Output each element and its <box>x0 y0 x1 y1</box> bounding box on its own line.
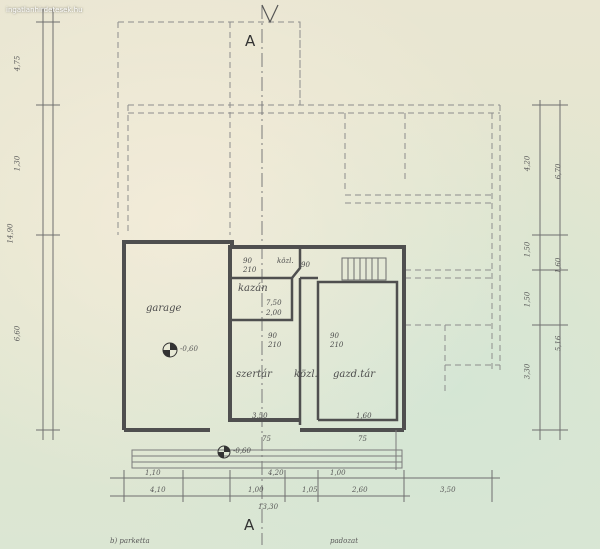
opening-gazd-a: 90 <box>330 332 339 340</box>
door-right-label: 75 <box>358 435 367 443</box>
right-dim-2: 6,70 <box>554 163 563 180</box>
room-label-gazdtar: gazd.tár <box>333 369 375 380</box>
garage-level-label: -0,60 <box>180 345 198 353</box>
room-label-szertar: szertár <box>236 369 272 380</box>
opening-gazd-b: 210 <box>330 341 344 349</box>
left-dim-2: 1,30 <box>13 155 22 172</box>
upper-floor-outline <box>117 21 501 395</box>
opening-top-a: 90 <box>243 257 252 265</box>
entrance-level-symbol <box>217 445 231 459</box>
bottom-dim-1: 1,10 <box>145 469 161 477</box>
kazan-opening-label: 7,50 <box>266 299 282 307</box>
room-label-kozl-lower: közl. <box>294 369 318 380</box>
bottom-note-b: padozat <box>330 537 359 545</box>
right-dim-4: 1,60 <box>554 257 563 274</box>
section-marker-top: A <box>245 32 256 50</box>
bottom-note-a: b) parketta <box>110 537 150 545</box>
opening-top-b: 210 <box>243 266 257 274</box>
left-dim-3: 14,90 <box>6 223 15 244</box>
left-dimension-line <box>36 8 60 440</box>
room-label-kazan: kazán <box>238 283 268 294</box>
window-right-label: 1,60 <box>356 412 372 420</box>
room-label-kozl-upper: közl. <box>277 257 294 265</box>
window-left-label: 3,50 <box>252 412 268 420</box>
door-left-label: 75 <box>262 435 271 443</box>
left-dim-1: 4,75 <box>13 55 22 72</box>
bottom-dim-7: 2,60 <box>352 486 368 494</box>
room-label-garage: garage <box>146 303 182 314</box>
section-marker-bottom: A <box>244 516 255 534</box>
bottom-total-dim: 13,30 <box>258 503 279 511</box>
bottom-dim-5: 1,05 <box>302 486 318 494</box>
kazan-opening-label-2: 2,00 <box>266 309 282 317</box>
watermark-text: ingatlanhirdetesek.hu <box>6 6 83 14</box>
bottom-dim-6: 1,00 <box>330 469 346 477</box>
stair <box>341 257 387 281</box>
bottom-dim-2: 4,10 <box>150 486 166 494</box>
right-dim-5: 1,50 <box>523 291 532 308</box>
entrance-level-label: -0,60 <box>233 447 251 455</box>
bottom-dim-3: 1,00 <box>248 486 264 494</box>
bottom-dim-4: 4,20 <box>268 469 284 477</box>
right-dim-3: 1,50 <box>523 241 532 258</box>
opening-mid-a: 90 <box>268 332 277 340</box>
ground-floor-walls <box>122 240 406 432</box>
level-symbol <box>162 342 178 358</box>
left-dim-4: 6,60 <box>13 325 22 342</box>
right-dim-6: 3,30 <box>523 363 532 380</box>
right-dim-1: 4,20 <box>523 155 532 172</box>
right-dim-7: 5,16 <box>554 335 563 352</box>
section-arrow-top <box>261 4 279 24</box>
bottom-dim-8: 3,50 <box>440 486 456 494</box>
entrance-steps <box>131 430 403 470</box>
interior-walls <box>228 247 399 425</box>
right-dimension-line <box>532 100 568 440</box>
opening-kozl: 90 <box>301 261 310 269</box>
opening-mid-b: 210 <box>268 341 282 349</box>
bottom-dimension-line <box>110 470 500 502</box>
